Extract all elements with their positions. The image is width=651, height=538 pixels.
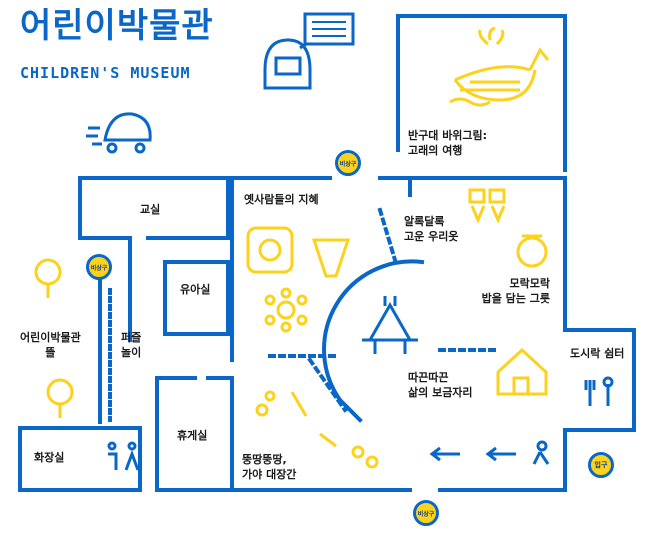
page-title: 어린이박물관 xyxy=(20,6,214,46)
room-food: 모락모락 밥을 담는 그릇 xyxy=(470,276,550,306)
wall-infant-room xyxy=(163,260,230,336)
room-lunch: 도시락 쉼터 xyxy=(570,347,625,360)
hut-icon xyxy=(496,347,548,396)
wall-classroom-left xyxy=(78,176,132,240)
emergency-exit-badge-left: 비상구 xyxy=(86,254,112,280)
room-whale: 반구대 바위그림: 고래의 여행 xyxy=(408,128,487,158)
room-whale-line1: 반구대 바위그림: xyxy=(408,129,488,142)
emergency-exit-badge-bottom: 비상구 xyxy=(413,500,439,526)
signboard-icon xyxy=(263,12,355,90)
entrance-badge: 입구 xyxy=(588,452,614,478)
room-food-line2: 밥을 담는 그릇 xyxy=(481,292,550,305)
room-infant: 유아실 xyxy=(180,283,211,296)
room-wisdom: 옛사람들의 지혜 xyxy=(244,193,319,206)
room-garden: 어린이박물관 뜰 xyxy=(20,330,81,360)
bones-icon xyxy=(255,390,379,469)
room-lounge: 휴게실 xyxy=(177,429,208,442)
emergency-exit-badge-top: 비상구 xyxy=(335,150,361,176)
room-whale-line2: 고래의 여행 xyxy=(408,144,463,157)
room-house-line2: 삶의 보금자리 xyxy=(408,386,473,399)
room-puzzle-line2: 놀이 xyxy=(121,346,142,359)
food-vessel-icon xyxy=(516,234,548,268)
room-restroom: 화장실 xyxy=(34,451,65,464)
ceramic-vessel-icon xyxy=(311,238,351,278)
wall-classroom-bottom xyxy=(146,176,230,240)
divider-dashed-1 xyxy=(377,207,398,263)
beads-icon xyxy=(264,287,308,333)
tree-icon xyxy=(34,258,74,418)
room-clothes-line1: 알록달록 xyxy=(404,215,445,228)
clothes-icon xyxy=(468,188,506,224)
page-subtitle: CHILDREN'S MUSEUM xyxy=(20,64,191,82)
wall-arc-end xyxy=(337,397,363,423)
room-garden-line2: 뜰 xyxy=(45,346,56,359)
wall-whale-room xyxy=(396,14,567,172)
person-walking-icon xyxy=(532,440,550,465)
room-tools-line1: 뚱땅뚱땅, xyxy=(242,453,287,466)
room-food-line1: 모락모락 xyxy=(509,277,550,290)
wall-right-wing xyxy=(563,176,636,492)
restroom-icon xyxy=(107,441,140,471)
room-clothes-line2: 고운 우리옷 xyxy=(404,230,459,243)
room-puzzle: 퍼즐 놀이 xyxy=(121,330,141,360)
room-tools-line2: 가야 대장간 xyxy=(242,468,297,481)
divider-dashed-4 xyxy=(307,357,348,413)
room-clothes: 알록달록 고운 우리옷 xyxy=(404,214,458,244)
stroller-icon xyxy=(86,112,152,154)
mirror-icon xyxy=(246,226,294,274)
room-garden-line1: 어린이박물관 xyxy=(20,331,81,344)
room-house-line1: 따끈따끈 xyxy=(408,371,449,384)
wall-central-arc xyxy=(322,259,425,403)
pottery-icon xyxy=(362,296,418,354)
arrow-left-icon xyxy=(429,446,516,462)
cutlery-icon xyxy=(584,376,614,406)
wall-restroom xyxy=(18,426,142,492)
whale-icon xyxy=(449,26,550,107)
room-puzzle-line1: 퍼즐 xyxy=(121,331,142,344)
room-classroom: 교실 xyxy=(140,203,161,216)
room-tools: 뚱땅뚱땅, 가야 대장간 xyxy=(242,452,296,482)
room-house: 따끈따끈 삶의 보금자리 xyxy=(408,370,473,400)
